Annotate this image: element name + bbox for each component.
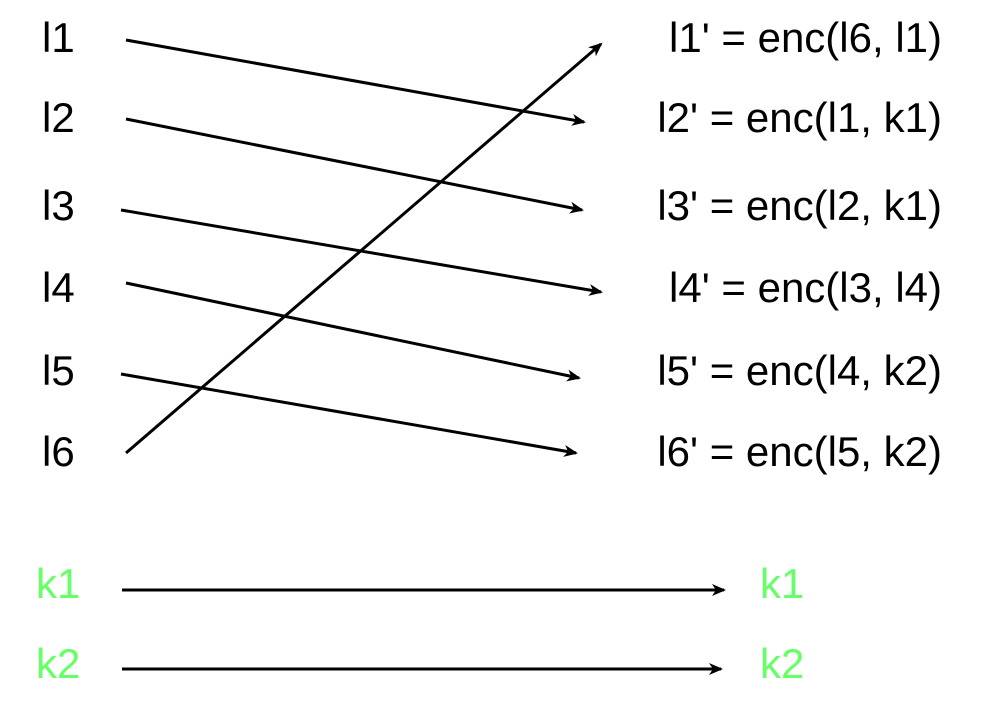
input-label-l2: l2: [42, 94, 75, 141]
key-target-label-k1: k1: [760, 560, 805, 607]
output-label-l5prime: l5' = enc(l4, k2): [657, 347, 942, 394]
key-target-label-k2: k2: [760, 640, 805, 687]
input-label-l4: l4: [42, 264, 75, 311]
arrow-l5-to-l6prime: [120, 372, 578, 457]
output-label-l6prime: l6' = enc(l5, k2): [657, 428, 942, 475]
output-label-l3prime: l3' = enc(l2, k1): [657, 182, 942, 229]
arrow-l6-to-l1prime: [125, 42, 603, 455]
arrow-l4-to-l5prime: [125, 281, 581, 382]
output-label-l4prime: l4' = enc(l3, l4): [669, 264, 942, 311]
arrow-l2-to-l3prime: [125, 117, 584, 214]
input-label-l3: l3: [42, 182, 75, 229]
arrow-l1-to-l2prime: [125, 38, 586, 126]
output-label-l2prime: l2' = enc(l1, k1): [657, 94, 942, 141]
input-label-l6: l6: [42, 428, 75, 475]
key-source-label-k2: k2: [36, 640, 81, 687]
key-source-label-k1: k1: [36, 560, 81, 607]
output-label-l1prime: l1' = enc(l6, l1): [669, 14, 942, 61]
input-label-l5: l5: [42, 347, 75, 394]
input-label-l1: l1: [42, 14, 75, 61]
